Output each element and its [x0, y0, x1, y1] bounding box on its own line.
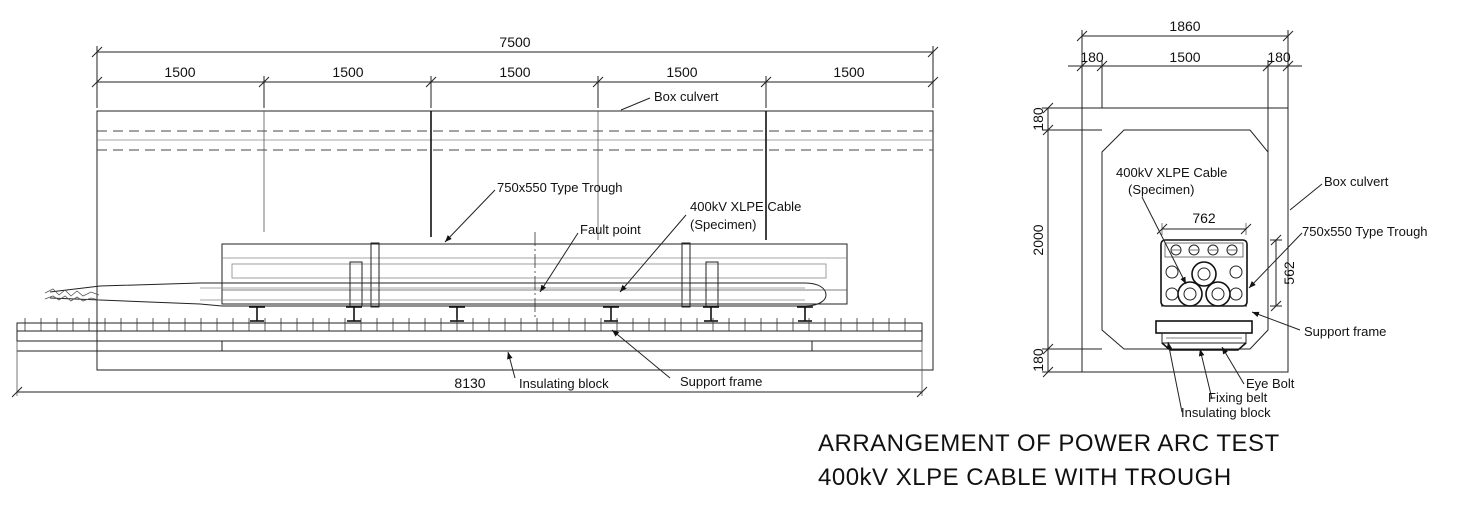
cross-height-dim-label: 2000 — [1030, 224, 1046, 255]
cross-width-dim-label: 1860 — [1169, 18, 1200, 34]
bottom-wall-dim-label: 180 — [1030, 348, 1046, 372]
cross-width-dimension: 1860 — [1076, 18, 1294, 108]
rail-ticks — [24, 318, 906, 331]
support-frame-section — [1155, 320, 1253, 351]
support-frame-posts — [249, 306, 813, 322]
box-culvert-side — [96, 110, 934, 371]
right-wall-dim-label: 180 — [1267, 49, 1291, 65]
hanger-lines — [263, 111, 767, 240]
title-line-1: ARRANGEMENT OF POWER ARC TEST — [818, 430, 1280, 457]
cross-insulating-block-label: Insulating block — [1181, 405, 1271, 420]
trough-height-dim-label: 562 — [1281, 261, 1297, 285]
trough-side — [221, 242, 848, 308]
insulating-block-label: Insulating block — [519, 376, 609, 391]
side-view: 7500 1500 1500 1500 1500 1500 — [11, 34, 939, 398]
segment-dim-3: 1500 — [499, 64, 530, 80]
trough-section: 762 — [1156, 210, 1297, 312]
cable-label-line2: (Specimen) — [690, 217, 756, 232]
cross-trough-label: 750x550 Type Trough — [1302, 224, 1428, 239]
cross-wall-dimensions: 180 1500 180 — [1068, 49, 1302, 240]
drawing-title: ARRANGEMENT OF POWER ARC TEST 400kV XLPE… — [818, 430, 1280, 491]
segment-dim-1: 1500 — [164, 64, 195, 80]
side-view-labels: Box culvert 750x550 Type Trough Fault po… — [444, 89, 801, 391]
cross-cable-label-line1: 400kV XLPE Cable — [1116, 165, 1227, 180]
cross-height-dimensions: 180 2000 180 — [1030, 102, 1102, 378]
inner-width-dim-label: 1500 — [1169, 49, 1200, 65]
segment-dim-5: 1500 — [833, 64, 864, 80]
cable-specimen-side — [44, 282, 827, 307]
segment-dimensions: 1500 1500 1500 1500 1500 — [91, 64, 939, 108]
fault-point-label: Fault point — [580, 222, 641, 237]
segment-dim-2: 1500 — [332, 64, 363, 80]
cross-box-culvert-label: Box culvert — [1324, 174, 1389, 189]
eye-bolt-label: Eye Bolt — [1246, 376, 1295, 391]
cable-cores — [1165, 261, 1243, 307]
trough-label: 750x550 Type Trough — [497, 180, 623, 195]
overall-dim-label: 7500 — [499, 34, 530, 50]
left-wall-dim-label: 180 — [1080, 49, 1104, 65]
cable-label-line1: 400kV XLPE Cable — [690, 199, 801, 214]
cross-section-labels: 400kV XLPE Cable (Specimen) Box culvert … — [1116, 165, 1428, 420]
rail-length-dimension: 8130 — [11, 375, 928, 398]
support-rail — [16, 318, 923, 396]
rail-length-dim-label: 8130 — [454, 375, 485, 391]
cross-section-view: 1860 180 1500 180 180 2000 — [1030, 18, 1428, 420]
title-line-2: 400kV XLPE CABLE WITH TROUGH — [818, 464, 1232, 491]
fixing-belt-label: Fixing belt — [1208, 390, 1268, 405]
box-culvert-label: Box culvert — [654, 89, 719, 104]
top-wall-dim-label: 180 — [1030, 107, 1046, 131]
cross-cable-label-line2: (Specimen) — [1128, 182, 1194, 197]
box-culvert-section — [1081, 107, 1289, 373]
cross-support-frame-label: Support frame — [1304, 324, 1386, 339]
overall-dimension: 7500 — [91, 34, 939, 108]
segment-dim-4: 1500 — [666, 64, 697, 80]
trough-width-dim-label: 762 — [1192, 210, 1216, 226]
support-frame-label: Support frame — [680, 374, 762, 389]
